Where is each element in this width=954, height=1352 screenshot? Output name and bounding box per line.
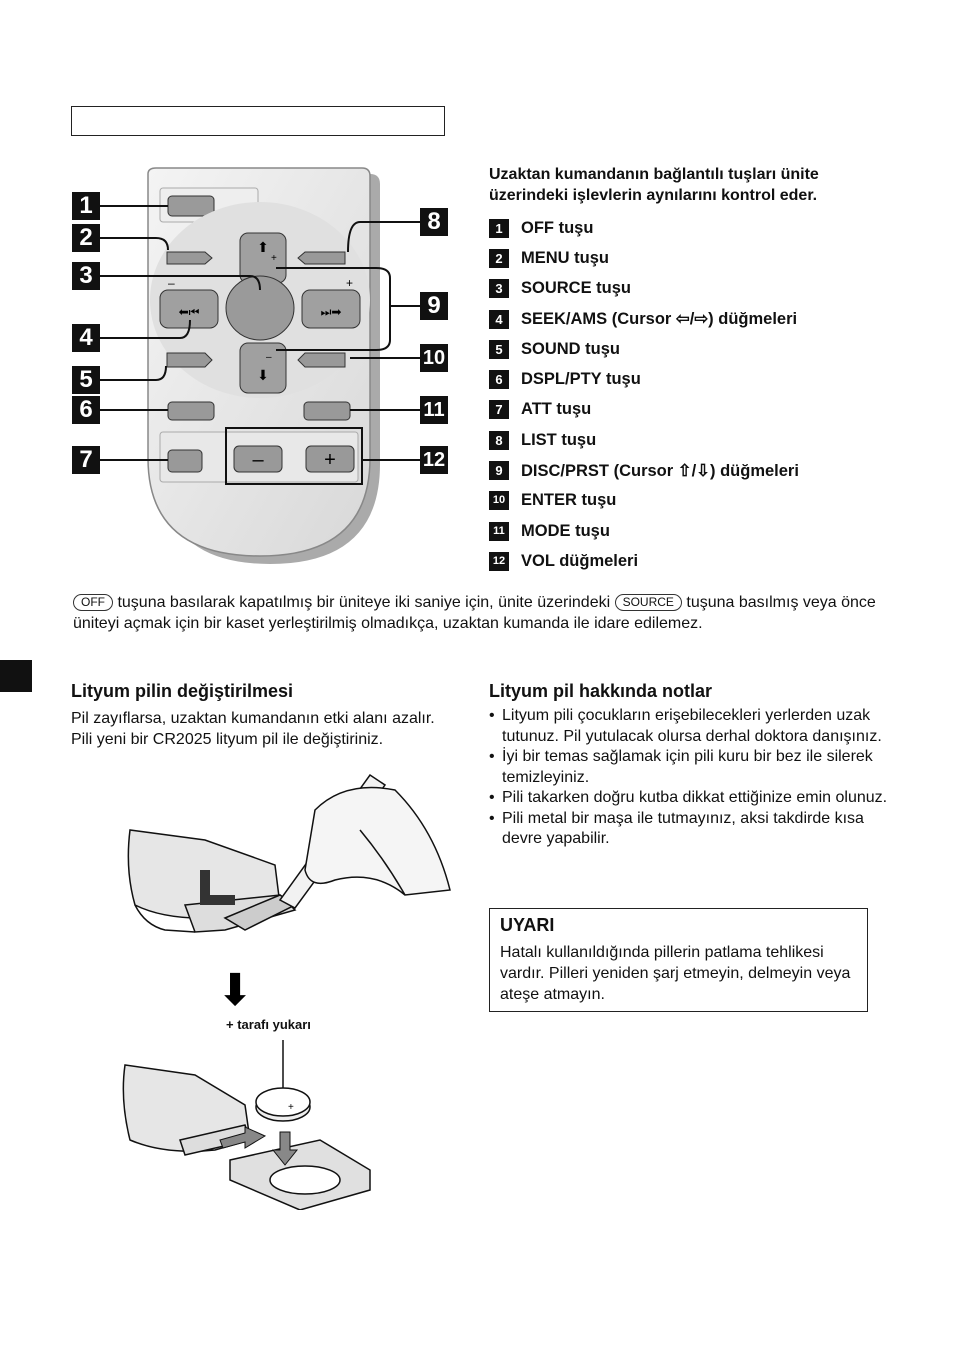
intro-text: Uzaktan kumandanın bağlantılı tuşları ün… [489,166,819,204]
header-box [71,106,445,136]
callout-1: 1 [72,192,100,220]
vol-minus-button [233,445,283,473]
side-tab [0,660,32,692]
callout-7: 7 [72,446,100,474]
svg-text:⬆: ⬆ [257,240,269,256]
off-button [167,195,215,217]
vol-plus-button [305,445,355,473]
sound-button [166,352,213,368]
battery-illustration: ⬇ + [122,773,451,1210]
callout-10: 10 [420,344,448,372]
warning-title: UYARI [500,915,555,935]
battery-notes-list: Lityum pili çocukların erişebilecekleri … [489,706,889,850]
list-item: İyi bir temas sağlamak için pili kuru bi… [489,747,889,788]
mode-button [303,401,351,421]
off-key-label: OFF [73,594,113,611]
list-button [297,251,346,265]
att-button [167,449,203,473]
seek-right-button [301,289,361,329]
warning-box: UYARI Hatalı kullanıldığında pillerin pa… [489,908,868,1012]
callout-8: 8 [420,208,448,236]
list-item: Pili metal bir maşa ile tutmayınız, aksi… [489,809,889,850]
battery-replace-text: Pil zayıflarsa, uzaktan kumandanın etki … [71,710,435,748]
callout-2: 2 [72,224,100,252]
list-item: Pili takarken doğru kutba dikkat ettiğin… [489,788,889,809]
off-note-paragraph: OFF tuşuna basılarak kapatılmış bir ünit… [73,594,876,632]
callout-6: 6 [72,396,100,424]
dspl-button [167,401,215,421]
svg-text:–: – [266,352,272,363]
plus-sign-up: + [271,253,277,264]
svg-text:+: + [324,449,336,471]
list-item: Lityum pili çocukların erişebilecekleri … [489,706,889,747]
battery-side-label: + tarafı yukarı [226,1017,311,1032]
callout-3: 3 [72,262,100,290]
svg-text:–: – [168,276,175,290]
svg-text:+: + [288,1102,294,1113]
source-key-label: SOURCE [614,594,682,611]
svg-text:⏭➡: ⏭➡ [321,305,342,319]
callout-5: 5 [72,366,100,394]
svg-text:⬇: ⬇ [217,965,254,1016]
callout-9: 9 [420,292,448,320]
down-button [239,342,287,394]
callout-4: 4 [72,324,100,352]
svg-text:+: + [346,276,353,290]
svg-text:⬅⏮: ⬅⏮ [179,305,200,319]
battery-notes-heading: Lityum pil hakkında notlar [489,681,713,701]
svg-text:⬇: ⬇ [257,368,269,384]
enter-button [297,352,346,368]
callout-12: 12 [420,446,448,474]
menu-button [166,251,213,265]
source-button [225,275,295,341]
remote-diagram: ⬆ + ⬇ – ⬅⏮ ⏭➡ – + – + [100,167,420,564]
callout-11: 11 [420,396,448,424]
svg-text:–: – [252,449,264,471]
warning-text: Hatalı kullanıldığında pillerin patlama … [500,944,851,1003]
battery-replace-heading: Lityum pilin değiştirilmesi [71,681,294,701]
